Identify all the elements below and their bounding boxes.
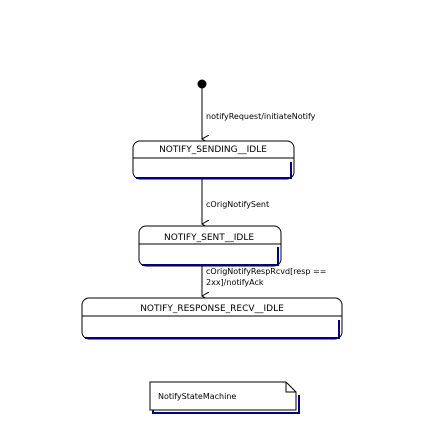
transition-label-2: cOrigNotifySent	[206, 200, 269, 209]
state-notify-sent-idle[interactable]: NOTIFY_SENT__IDLE	[138, 225, 282, 267]
state-name: NOTIFY_SENT__IDLE	[164, 233, 254, 243]
transition-label-3-line1: cOrigNotifyRespRcvd[resp ==	[206, 267, 326, 276]
note-notify-state-machine: NotifyStateMachine	[149, 381, 300, 414]
transition-label-1: notifyRequest/initiateNotify	[206, 112, 316, 121]
state-name: NOTIFY_SENDING__IDLE	[159, 145, 267, 155]
transition-label-3-line2: 2xx]/notifyAck	[206, 278, 264, 287]
note-text: NotifyStateMachine	[158, 392, 236, 401]
state-notify-sending-idle[interactable]: NOTIFY_SENDING__IDLE	[132, 140, 295, 180]
state-name: NOTIFY_RESPONSE_RECV__IDLE	[140, 304, 284, 314]
state-notify-response-recv-idle[interactable]: NOTIFY_RESPONSE_RECV__IDLE	[81, 297, 343, 340]
initial-state-dot	[197, 79, 207, 89]
